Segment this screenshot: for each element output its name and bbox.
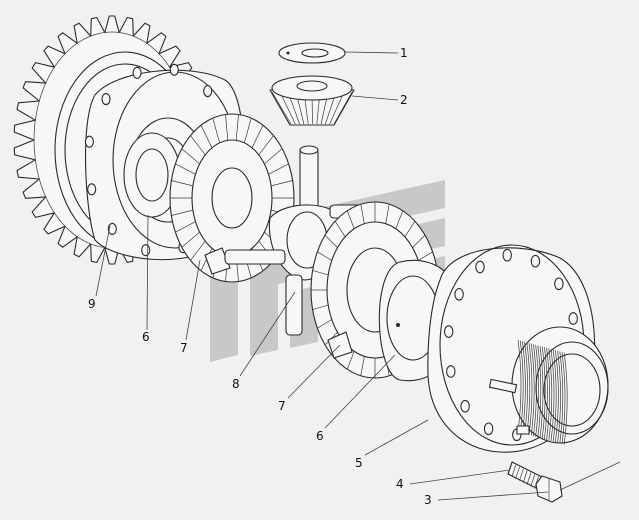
callout-2: 2 bbox=[400, 93, 408, 107]
leader-lines bbox=[95, 51, 621, 501]
callout-6-left: 6 bbox=[142, 330, 150, 344]
bolt-3 bbox=[507, 461, 563, 503]
spherical-washer-1 bbox=[278, 42, 346, 64]
callout-6-right: 6 bbox=[316, 429, 324, 443]
callout-5: 5 bbox=[355, 456, 363, 470]
side-gear-7-left bbox=[169, 113, 295, 283]
callout-7-right: 7 bbox=[278, 399, 286, 413]
callout-4: 4 bbox=[396, 477, 404, 491]
callout-7-left: 7 bbox=[180, 341, 188, 355]
callout-9: 9 bbox=[88, 297, 96, 311]
callout-1: 1 bbox=[400, 46, 408, 60]
housing-right-half-5 bbox=[427, 244, 609, 453]
callout-3: 3 bbox=[424, 493, 432, 507]
callout-8: 8 bbox=[232, 377, 240, 391]
callout-labels: 1 2 9 6 7 8 7 6 5 4 3 bbox=[88, 46, 432, 507]
pinion-gear-2 bbox=[269, 75, 355, 126]
